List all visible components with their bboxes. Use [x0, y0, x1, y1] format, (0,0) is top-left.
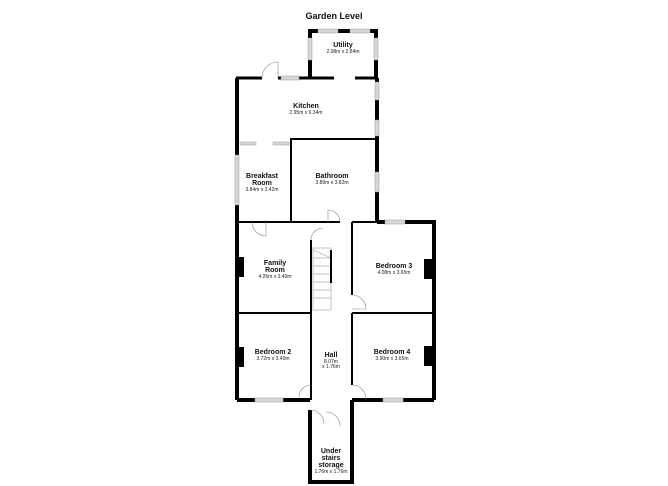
kitchen-label: Kitchen	[293, 103, 319, 110]
stairs	[312, 247, 332, 311]
bathroom-dims: 3.89m x 3.82m	[315, 180, 348, 186]
family-room-dims: 4.26m x 3.40m	[258, 274, 291, 280]
hall-dims-1: 8.07m	[324, 359, 338, 365]
walls	[235, 29, 436, 484]
kitchen-dims: 2.95m x 6.34m	[289, 110, 322, 116]
utility-label: Utility	[333, 42, 353, 49]
storage-dims: 1.76m x 1.76m	[314, 469, 347, 475]
page-title: Garden Level	[305, 11, 362, 21]
doors	[251, 61, 367, 427]
bedroom-2-dims: 3.72m x 3.40m	[256, 356, 289, 362]
breakfast-room-label-2: Room	[252, 180, 272, 187]
family-room-label-1: Family	[264, 260, 286, 267]
bedroom-4-dims: 3.90m x 3.65m	[375, 356, 408, 362]
bedroom-3-dims: 4.08m x 3.65m	[377, 270, 410, 276]
bedroom-2-label: Bedroom 2	[255, 349, 292, 356]
windows	[234, 28, 406, 403]
breakfast-room-label-1: Breakfast	[246, 173, 279, 180]
breakfast-room-dims: 3.84m x 2.42m	[245, 187, 278, 193]
storage-label-2: stairs	[322, 455, 341, 462]
bedroom-3-label: Bedroom 3	[376, 263, 413, 270]
storage-label-3: storage	[318, 462, 343, 469]
family-room-label-2: Room	[265, 267, 285, 274]
hall-dims-2: x 1.76m	[322, 364, 340, 370]
bathroom-label: Bathroom	[315, 173, 348, 180]
storage-label-1: Under	[321, 448, 342, 455]
hall-label: Hall	[325, 352, 338, 359]
utility-dims: 2.08m x 2.84m	[326, 49, 359, 55]
bedroom-4-label: Bedroom 4	[374, 349, 411, 356]
chimney-breasts	[237, 257, 432, 367]
